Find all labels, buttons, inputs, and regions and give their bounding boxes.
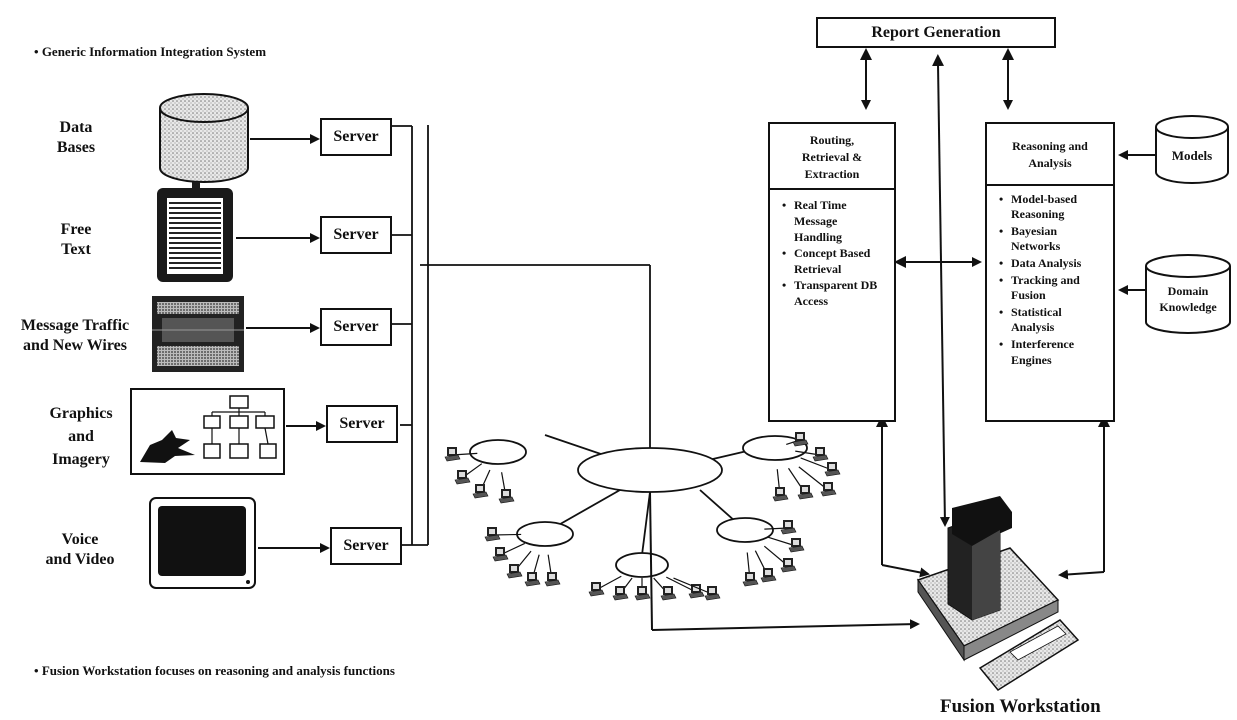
bullet-top: • Generic Information Integration System — [34, 44, 267, 59]
terminal-link — [673, 577, 713, 595]
network-hub-icon — [469, 434, 808, 578]
routing-panel-title: Routing, Retrieval & Extraction — [770, 124, 894, 191]
reasoning-function-list: Model-based Reasoning Bayesian Networks … — [987, 186, 1113, 369]
list-item: Bayesian Networks — [999, 224, 1107, 255]
domain-knowledge-line: Domain — [1167, 284, 1209, 298]
source-label-data-bases: Data Bases — [36, 118, 116, 158]
report-generation-box: Report Generation — [816, 17, 1056, 48]
database-cylinder-icon — [159, 93, 249, 183]
domain-knowledge-label: Domain Knowledge — [1146, 284, 1230, 315]
panel-arrows — [649, 150, 1158, 631]
terminal-node-icon — [484, 527, 501, 542]
source-server-arrows — [236, 134, 330, 553]
server-box-voice-video: Server — [330, 527, 402, 565]
routing-title-line: Extraction — [804, 166, 860, 181]
terminal-node-icon — [788, 538, 805, 553]
terminal-node-icon — [498, 489, 515, 504]
bullet-bottom-text: Fusion Workstation focuses on reasoning … — [41, 663, 395, 678]
terminal-node-icon — [492, 547, 509, 562]
video-monitor-icon — [149, 497, 256, 589]
bullet-bottom: • Fusion Workstation focuses on reasonin… — [34, 663, 395, 678]
reasoning-panel-title: Reasoning and Analysis — [987, 124, 1113, 186]
terminal-node-icon — [760, 568, 777, 583]
graphics-imagery-icon — [130, 388, 285, 475]
list-item: Tracking and Fusion — [999, 273, 1107, 304]
list-item: Data Analysis — [999, 256, 1107, 272]
message-terminal-icon — [152, 296, 244, 372]
terminal-node-icon — [780, 520, 797, 535]
reasoning-panel: Reasoning and Analysis Model-based Reaso… — [985, 122, 1115, 422]
terminal-node-icon — [704, 586, 721, 601]
list-item: Interference Engines — [999, 337, 1107, 368]
source-label-line: and — [68, 428, 94, 446]
server-box-message-traffic: Server — [320, 308, 392, 346]
terminal-node-icon — [588, 582, 605, 597]
workstation-caption: Fusion Workstation — [940, 696, 1101, 717]
reasoning-title-line: Analysis — [1028, 155, 1072, 170]
terminal-node-icon — [444, 447, 461, 462]
terminal-node-icon — [660, 586, 677, 601]
list-item: Model-based Reasoning — [999, 192, 1107, 223]
terminal-node-icon — [634, 586, 651, 601]
routing-title-line: Routing, — [809, 133, 855, 147]
terminal-node-icon — [824, 462, 841, 477]
terminal-node-icon — [454, 470, 471, 485]
source-label-message-traffic: Message Traffic and New Wires — [6, 316, 144, 356]
terminal-node-icon — [772, 487, 789, 502]
server-box-free-text: Server — [320, 216, 392, 254]
terminal-node-icon — [812, 447, 829, 462]
list-item: Concept Based Retrieval — [782, 246, 888, 277]
terminal-nodes — [444, 432, 841, 601]
terminal-node-icon — [472, 484, 489, 499]
server-bus — [392, 125, 651, 546]
terminal-link — [800, 457, 833, 471]
terminal-node-icon — [612, 586, 629, 601]
domain-knowledge-cylinder-icon — [1145, 254, 1231, 334]
source-label-free-text: Free Text — [36, 220, 116, 260]
source-label-line: Bases — [56, 139, 96, 156]
reasoning-title-line: Reasoning and — [1012, 139, 1088, 153]
models-cylinder-icon — [1155, 115, 1229, 184]
terminal-node-icon — [780, 558, 797, 573]
report-arrows — [860, 48, 1014, 527]
terminal-node-icon — [524, 572, 541, 587]
source-label-graphics: Graphics and Imagery — [40, 402, 122, 472]
bullet-top-text: Generic Information Integration System — [41, 44, 267, 59]
server-box-data-bases: Server — [320, 118, 392, 156]
text-document-icon — [157, 182, 233, 282]
domain-knowledge-line: Knowledge — [1159, 299, 1217, 314]
terminal-node-icon — [820, 482, 837, 497]
server-box-graphics: Server — [326, 405, 398, 443]
terminal-node-icon — [506, 564, 523, 579]
list-item: Real Time Message Handling — [782, 198, 888, 245]
routing-panel: Routing, Retrieval & Extraction Real Tim… — [768, 122, 896, 422]
workstation-computer-icon — [916, 496, 1080, 691]
terminal-node-icon — [797, 485, 814, 500]
source-label-line: Graphics — [49, 405, 113, 422]
terminal-node-icon — [688, 584, 705, 599]
models-label: Models — [1171, 148, 1213, 163]
source-label-line: Message Traffic — [20, 317, 130, 334]
list-item: Transparent DB Access — [782, 278, 888, 309]
source-label-line: Text — [61, 241, 91, 258]
source-label-line: and New Wires — [22, 337, 127, 354]
terminal-node-icon — [792, 432, 809, 447]
routing-title-line: Retrieval & — [801, 149, 863, 164]
source-label-line: Data — [59, 119, 93, 136]
terminal-node-icon — [742, 572, 759, 587]
source-label-line: Imagery — [52, 451, 110, 469]
list-item: Statistical Analysis — [999, 305, 1107, 336]
source-label-line: and Video — [45, 551, 115, 568]
routing-function-list: Real Time Message Handling Concept Based… — [770, 190, 894, 309]
source-label-voice-video: Voice and Video — [30, 530, 130, 570]
terminal-node-icon — [544, 572, 561, 587]
source-label-line: Voice — [61, 531, 99, 548]
source-label-line: Free — [60, 221, 92, 238]
